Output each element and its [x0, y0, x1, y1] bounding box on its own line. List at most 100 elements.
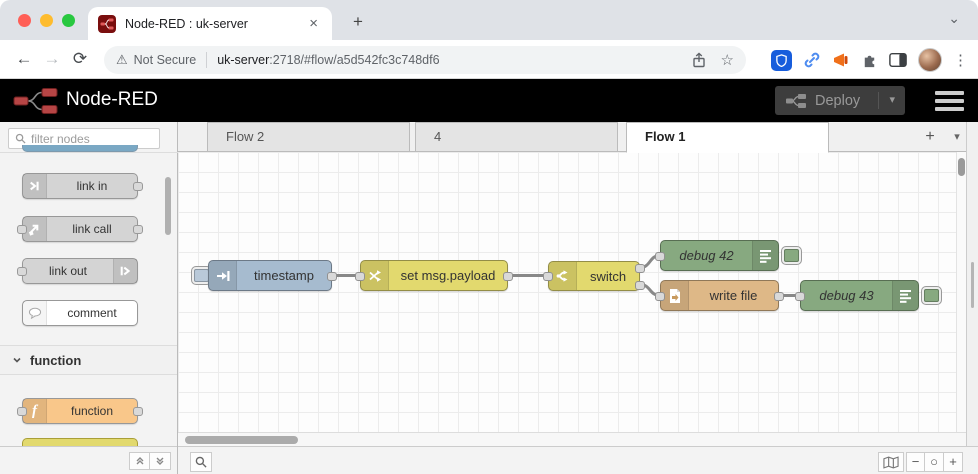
url-path: :2718/#flow/a5d542fc3c748df6: [269, 53, 440, 67]
bookmark-star-icon[interactable]: ☆: [720, 52, 734, 69]
link-call-icon: [23, 217, 47, 241]
not-secure-warning-icon[interactable]: ⚠: [116, 52, 128, 67]
sidebar-splitter[interactable]: [966, 122, 978, 446]
palette-node-function[interactable]: f function: [17, 398, 143, 424]
reload-icon[interactable]: ⟳: [72, 49, 88, 68]
node-label: switch: [589, 268, 627, 284]
browser-titlebar: Node-RED : uk-server × + ⌄: [0, 0, 978, 40]
tab-close-icon[interactable]: ×: [309, 15, 318, 32]
browser-tab[interactable]: Node-RED : uk-server ×: [88, 7, 332, 40]
forward-icon[interactable]: →: [43, 49, 61, 68]
node-red-header: Node-RED Deploy ▾: [0, 79, 978, 122]
debug-43-toggle-button[interactable]: [921, 286, 942, 305]
input-port[interactable]: [795, 292, 805, 301]
side-panel-icon[interactable]: [889, 52, 907, 68]
splitter-grip[interactable]: [971, 262, 974, 308]
palette-node-link-out[interactable]: link out: [17, 258, 138, 284]
search-flows-button[interactable]: [190, 452, 212, 472]
tab-flow-1[interactable]: Flow 1: [626, 122, 829, 153]
node-inject-timestamp[interactable]: timestamp: [208, 260, 337, 291]
input-port[interactable]: [655, 252, 665, 261]
profile-avatar[interactable]: [918, 48, 942, 72]
input-port[interactable]: [655, 292, 665, 301]
output-port[interactable]: [133, 407, 143, 416]
deploy-button[interactable]: Deploy ▾: [775, 86, 905, 115]
node-change-set-msg-payload[interactable]: set msg.payload: [355, 260, 513, 291]
palette-category-function[interactable]: function: [0, 345, 177, 375]
url-separator: [206, 52, 208, 68]
palette-footer: [0, 446, 177, 474]
node-switch[interactable]: switch: [543, 261, 645, 291]
input-port[interactable]: [355, 272, 365, 281]
chevron-down-icon[interactable]: ⌄: [948, 10, 960, 26]
deploy-caret-icon[interactable]: ▾: [878, 92, 895, 109]
palette-expand-all-button[interactable]: [150, 452, 171, 470]
debug-42-toggle-button[interactable]: [781, 246, 802, 265]
input-port[interactable]: [17, 225, 27, 234]
tab-flow-4[interactable]: 4: [415, 122, 618, 152]
output-port-2[interactable]: [635, 281, 645, 290]
main-menu-icon[interactable]: [933, 89, 966, 113]
palette-node-label: link in: [76, 179, 108, 193]
palette-node-partial-top[interactable]: [22, 145, 138, 152]
palette-node-label: function: [70, 404, 114, 418]
extensions-puzzle-icon[interactable]: [861, 52, 878, 69]
output-port[interactable]: [133, 182, 143, 191]
inject-icon: [209, 261, 237, 290]
zoom-out-button[interactable]: −: [906, 452, 925, 472]
input-port[interactable]: [543, 272, 553, 281]
palette-collapse-all-button[interactable]: [129, 452, 150, 470]
node-label: write file: [709, 288, 758, 303]
output-port[interactable]: [503, 272, 513, 281]
palette-scrollbar[interactable]: [165, 177, 171, 235]
node-debug-42[interactable]: debug 42: [655, 240, 779, 271]
flow-list-caret-icon[interactable]: ▾: [954, 131, 960, 143]
navigator-map-button[interactable]: [878, 452, 904, 472]
canvas-horizontal-scrollbar[interactable]: [178, 432, 966, 446]
change-icon: [361, 261, 389, 290]
deploy-label: Deploy: [815, 92, 861, 109]
megaphone-extension-icon[interactable]: [832, 51, 850, 69]
tab-flow-2[interactable]: Flow 2: [207, 122, 410, 152]
canvas-vertical-scrollbar[interactable]: [956, 152, 966, 432]
map-icon: [883, 455, 899, 469]
zoom-in-button[interactable]: +: [944, 452, 963, 472]
address-bar[interactable]: ⚠ Not Secure uk-server :2718/#flow/a5d54…: [104, 46, 746, 74]
palette-sidebar: link in link call link out comment: [0, 122, 178, 474]
zoom-reset-button[interactable]: ○: [925, 452, 944, 472]
palette-node-link-in[interactable]: link in: [22, 173, 143, 199]
back-icon[interactable]: ←: [15, 49, 33, 68]
fullscreen-window-button[interactable]: [62, 14, 75, 27]
tab-label: Flow 1: [645, 129, 686, 144]
search-icon: [195, 456, 207, 468]
palette-node-partial-bottom[interactable]: [22, 438, 138, 446]
output-port[interactable]: [774, 292, 784, 301]
zoom-controls: − ○ +: [906, 452, 963, 472]
browser-menu-icon[interactable]: ⋮: [953, 52, 968, 69]
node-debug-43[interactable]: debug 43: [795, 280, 919, 311]
new-tab-button[interactable]: +: [353, 12, 363, 31]
input-port[interactable]: [17, 407, 27, 416]
flow-canvas[interactable]: timestamp set msg.payload: [178, 152, 966, 432]
link-extension-icon[interactable]: [803, 51, 821, 69]
browser-tab-title: Node-RED : uk-server: [125, 16, 248, 31]
palette-category-label: function: [30, 352, 82, 368]
node-label: timestamp: [254, 268, 314, 283]
output-port[interactable]: [327, 272, 337, 281]
close-window-button[interactable]: [18, 14, 31, 27]
output-port[interactable]: [133, 225, 143, 234]
minimize-window-button[interactable]: [40, 14, 53, 27]
node-write-file[interactable]: write file: [655, 280, 784, 311]
share-icon[interactable]: [691, 52, 707, 68]
palette-node-link-call[interactable]: link call: [17, 216, 143, 242]
add-flow-button[interactable]: +: [925, 128, 935, 145]
palette-node-comment[interactable]: comment: [22, 300, 138, 326]
palette-filter-input[interactable]: [31, 131, 149, 146]
file-icon: [661, 281, 689, 310]
bitwarden-extension-icon[interactable]: [771, 49, 792, 71]
app-title: Node-RED: [66, 89, 158, 110]
input-port[interactable]: [17, 267, 27, 276]
tab-label: Flow 2: [226, 129, 265, 144]
output-port-1[interactable]: [635, 264, 645, 273]
